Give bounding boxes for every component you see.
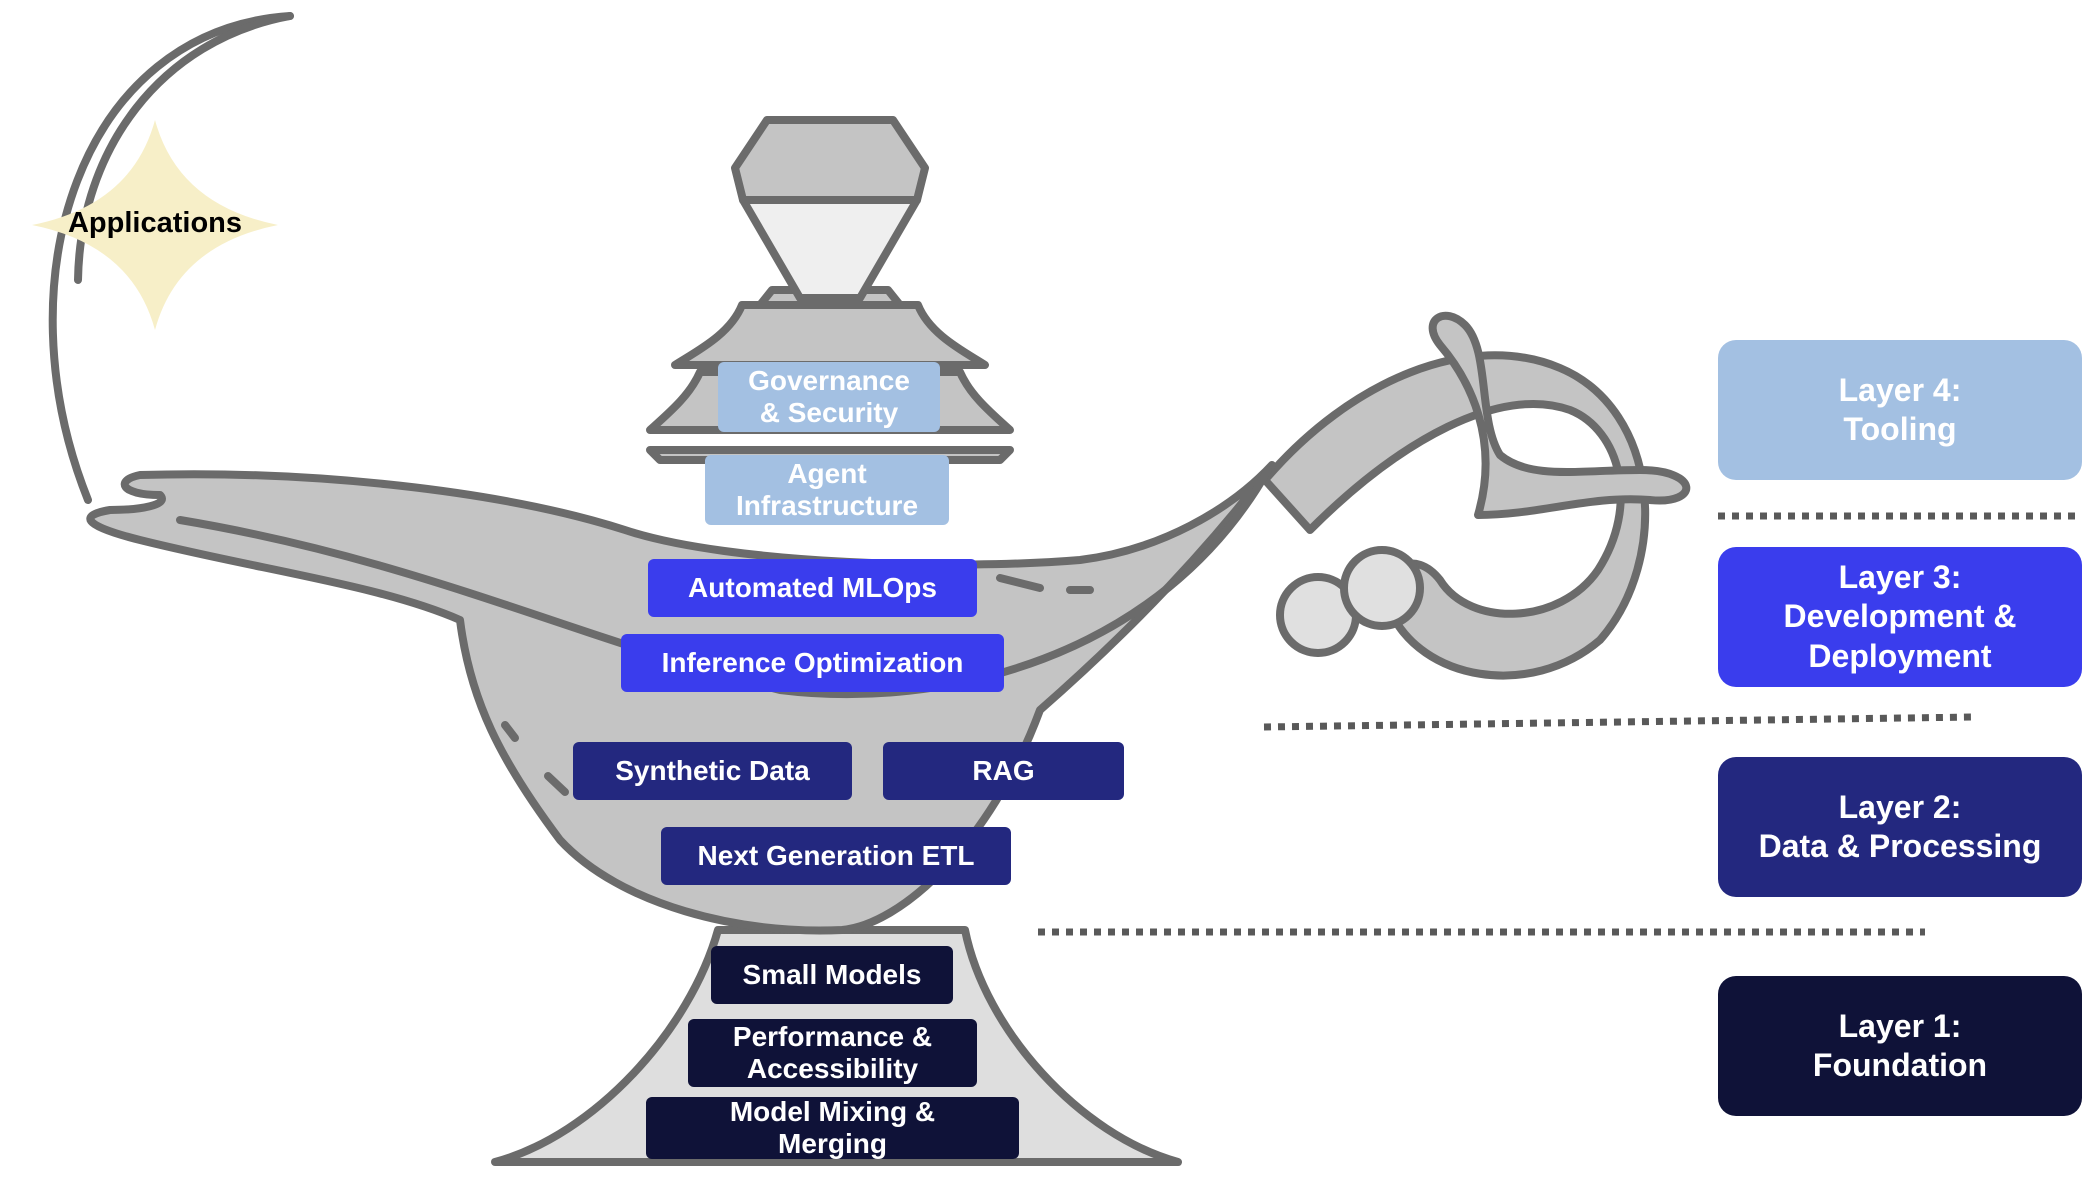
- model-mixing-merging-box: Model Mixing & Merging: [646, 1096, 1019, 1159]
- layer3-development-deployment-box: Layer 3: Development & Deployment: [1718, 547, 2082, 687]
- layer2-data-processing-box: Layer 2: Data & Processing: [1718, 757, 2082, 897]
- applications-label: Applications: [67, 206, 242, 239]
- small-models-box: Small Models: [711, 946, 953, 1004]
- layer-dividers: [1038, 512, 2082, 936]
- divider-layer3-layer2: [1263, 713, 1976, 731]
- synthetic-data-box: Synthetic Data: [573, 742, 852, 800]
- layer4-tooling-box: Layer 4: Tooling: [1718, 340, 2082, 480]
- layer1-foundation-box: Layer 1: Foundation: [1718, 976, 2082, 1116]
- sparkle-star-icon: [32, 120, 278, 330]
- agent-infrastructure-box: Agent Infrastructure: [705, 455, 949, 525]
- rag-box: RAG: [883, 742, 1124, 800]
- performance-accessibility-box: Performance & Accessibility: [688, 1019, 977, 1087]
- automated-mlops-box: Automated MLOps: [648, 559, 977, 617]
- governance-security-box: Governance & Security: [718, 362, 940, 432]
- next-generation-etl-box: Next Generation ETL: [661, 827, 1011, 885]
- inference-optimization-box: Inference Optimization: [621, 634, 1004, 692]
